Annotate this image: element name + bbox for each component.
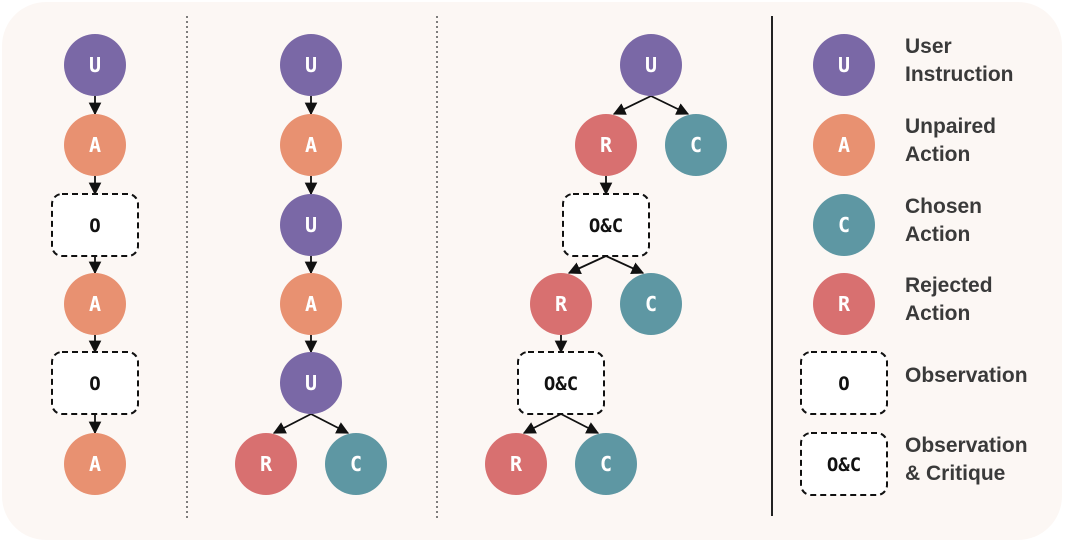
node-label: A [89, 292, 101, 316]
column-1-node-o2: O [51, 351, 139, 415]
legend-label-line: Instruction [905, 63, 1014, 86]
node-label: U [89, 53, 101, 77]
legend-label-line: Action [905, 223, 970, 246]
node-label: R [600, 133, 613, 157]
node-label: O&C [589, 215, 623, 237]
column-3-node-r3: R [485, 433, 547, 495]
node-label: U [305, 371, 317, 395]
legend-label-line: Observation [905, 434, 1028, 457]
legend-symbol-label: A [838, 133, 850, 157]
column-3-node-r1: R [575, 114, 637, 176]
column-3-edge-u1-c1 [650, 95, 690, 115]
legend-symbol-label: O [838, 373, 849, 395]
column-2-node-u1: U [280, 34, 342, 96]
node-label: U [645, 53, 657, 77]
column-3-edge-oc2-r3 [522, 413, 562, 434]
node-label: A [305, 133, 317, 157]
column-1-node-a1: A [64, 114, 126, 176]
column-3-edge-oc2-c3 [560, 413, 600, 434]
column-3-edge-oc1-r2 [567, 255, 607, 274]
node-label: U [305, 53, 317, 77]
legend-label-line: Rejected [905, 274, 993, 297]
column-2-node-c1: C [325, 433, 387, 495]
legend-label-line: Observation [905, 364, 1028, 387]
node-label: O&C [544, 373, 578, 395]
legend-symbol-label: U [838, 53, 850, 77]
node-label: A [305, 292, 317, 316]
column-3-node-u1: U [620, 34, 682, 96]
node-label: O [89, 215, 100, 237]
legend-label-line: Action [905, 302, 970, 325]
column-3-node-oc1: O&C [562, 193, 650, 257]
node-label: A [89, 452, 101, 476]
legend-label-line: & Critique [905, 462, 1005, 485]
column-3-edge-u1-r1 [612, 95, 652, 115]
node-label: R [510, 452, 523, 476]
column-1-node-a2: A [64, 273, 126, 335]
node-label: R [260, 452, 273, 476]
column-2-node-u3: U [280, 352, 342, 414]
column-2-node-a2: A [280, 273, 342, 335]
node-label: C [690, 133, 702, 157]
legend-label-line: Chosen [905, 195, 982, 218]
node-label: A [89, 133, 101, 157]
legend-label-line: Unpaired [905, 115, 996, 138]
column-1-node-u1: U [64, 34, 126, 96]
node-label: C [350, 452, 362, 476]
column-1-node-a3: A [64, 433, 126, 495]
column-3-node-c1: C [665, 114, 727, 176]
node-label: R [555, 292, 568, 316]
column-2-edge-u3-r1 [272, 413, 312, 434]
legend-symbol-label: C [838, 213, 850, 237]
legend-symbol-label: O&C [827, 454, 861, 476]
legend-item-observation: O Observation [800, 351, 1028, 415]
column-2-node-a1: A [280, 114, 342, 176]
nodes-layer: U A O A O A U A U A U R C U R C O&C R C O&C R C [51, 34, 727, 495]
legend-label-line: Action [905, 143, 970, 166]
column-2-edge-u3-c1 [310, 413, 350, 434]
column-3-node-r2: R [530, 273, 592, 335]
edges-layer [88, 95, 690, 435]
legend: UUserInstructionAUnpairedActionCChosenAc… [800, 34, 1028, 496]
column-3-node-c2: C [620, 273, 682, 335]
column-3-node-c3: C [575, 433, 637, 495]
column-2-node-r1: R [235, 433, 297, 495]
node-label: C [600, 452, 612, 476]
legend-symbol-label: R [838, 292, 851, 316]
node-label: U [305, 213, 317, 237]
node-label: C [645, 292, 657, 316]
legend-item-observation-critique: O&C Observation & Critique [800, 432, 1028, 496]
legend-label-line: User [905, 35, 952, 58]
column-3-node-oc2: O&C [517, 351, 605, 415]
node-label: O [89, 373, 100, 395]
column-3-edge-oc1-c2 [605, 255, 645, 274]
column-1-node-o1: O [51, 193, 139, 257]
column-2-node-u2: U [280, 194, 342, 256]
